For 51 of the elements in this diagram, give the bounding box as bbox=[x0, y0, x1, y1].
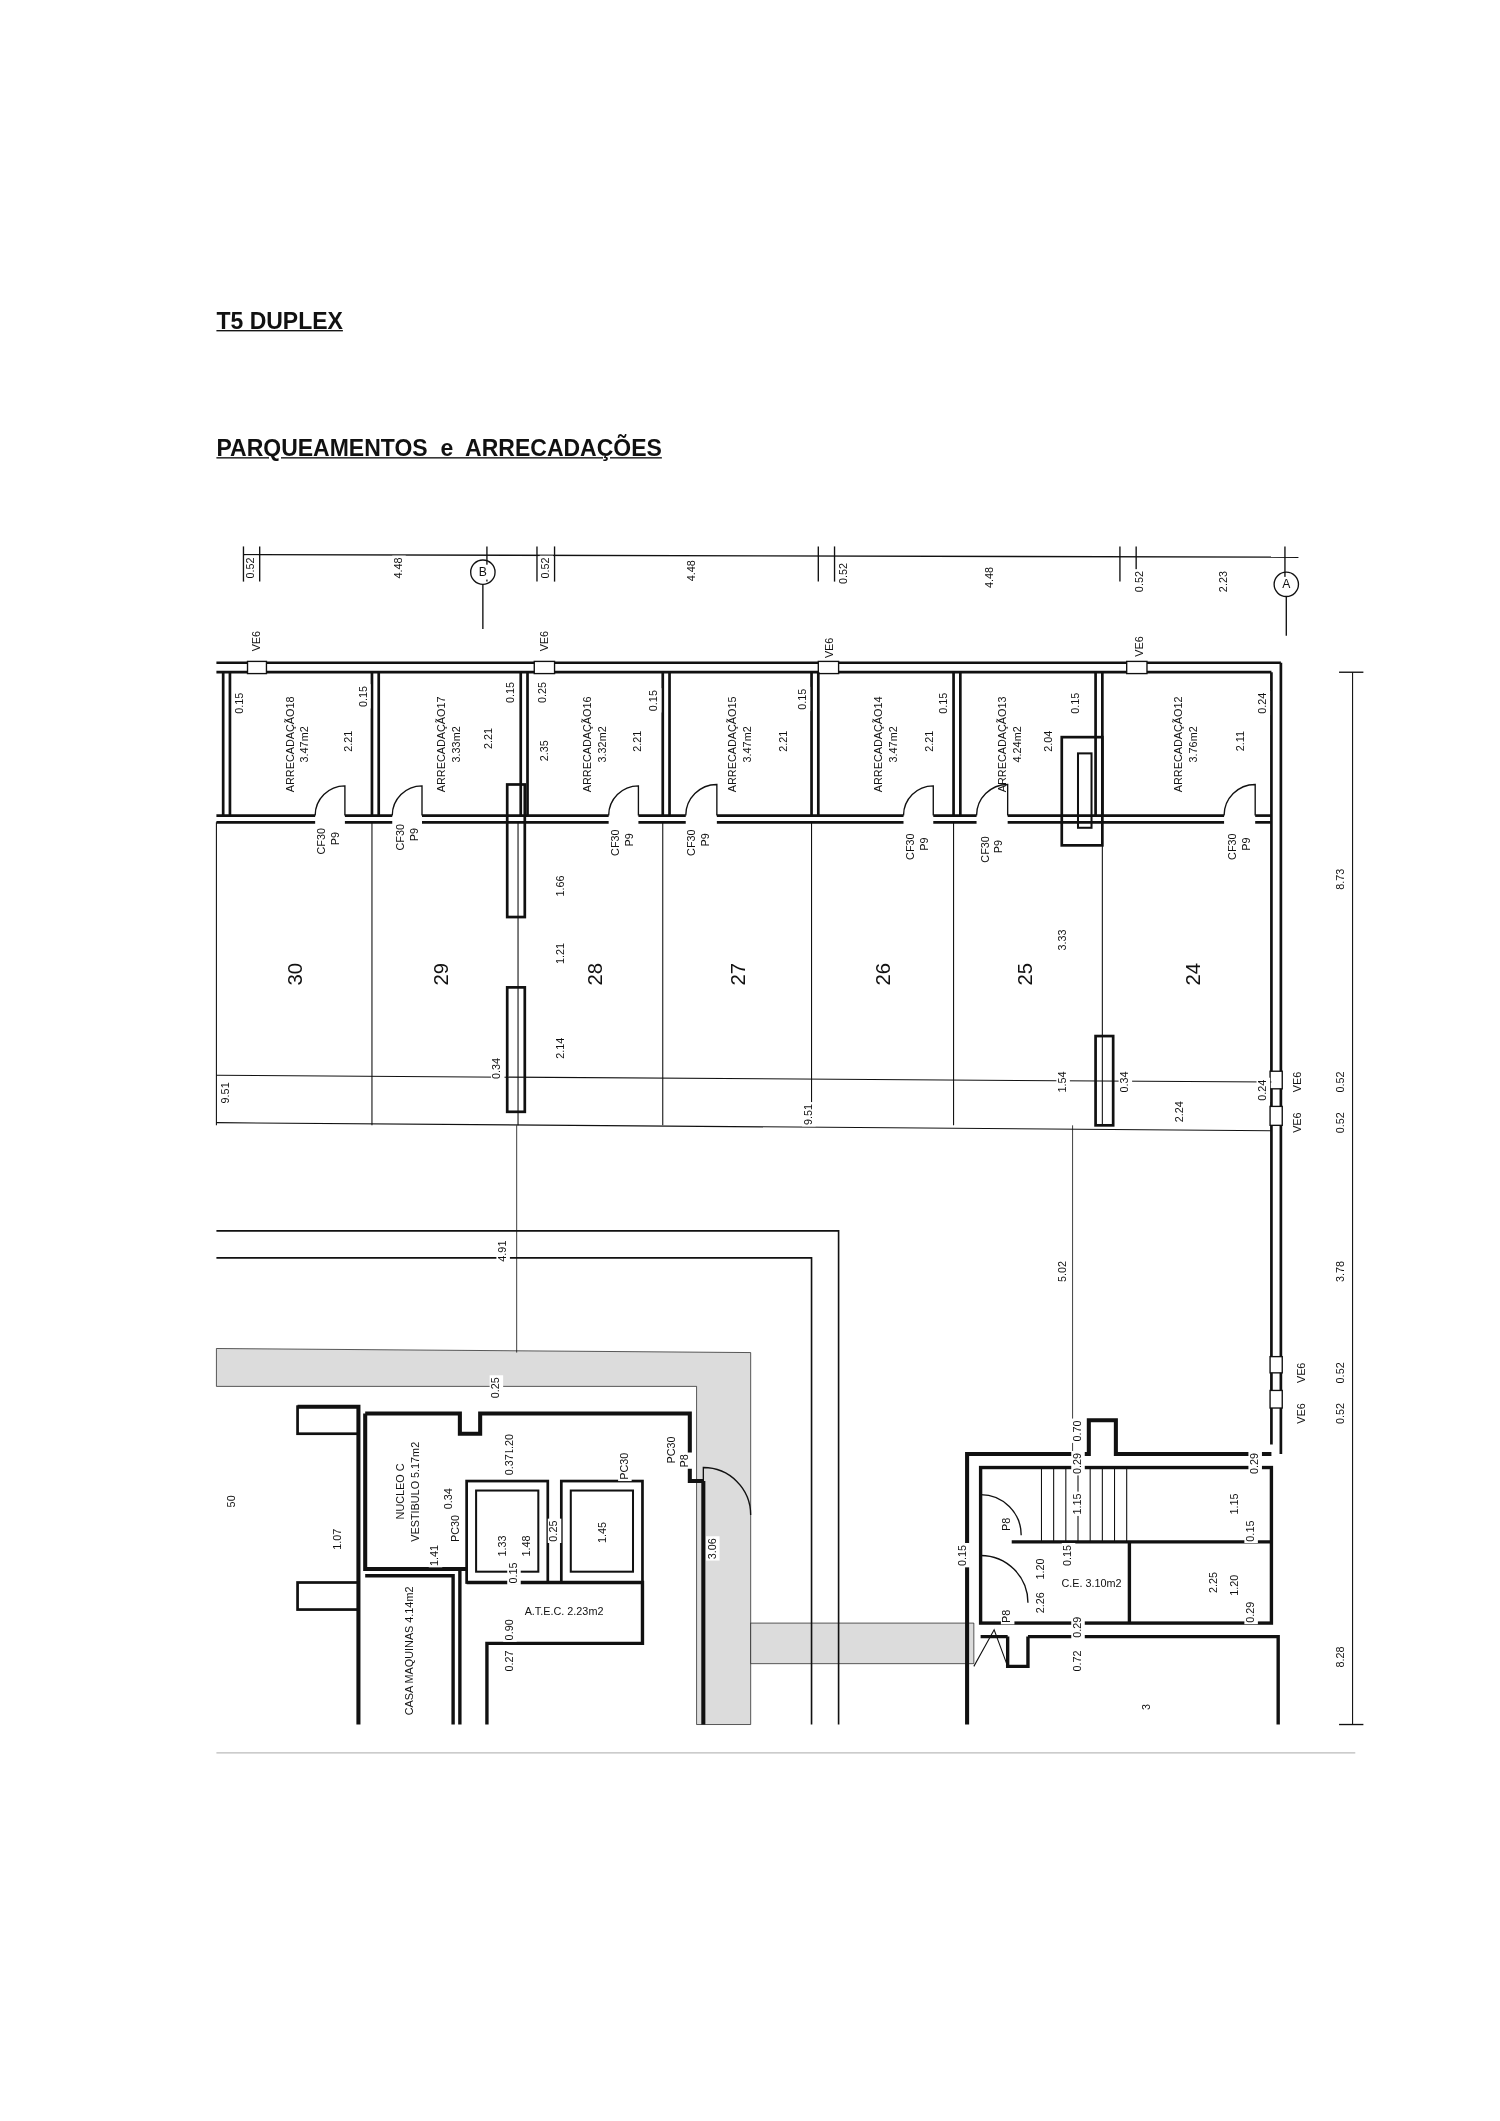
parking-number: 29 bbox=[429, 962, 450, 986]
dimension-label: 0.52 bbox=[539, 556, 554, 580]
dimension-label: 0.15 bbox=[357, 684, 371, 709]
dimension-label: 0.29 bbox=[1071, 1451, 1085, 1476]
area-text: 3.47m2 bbox=[299, 725, 311, 762]
dimension-label: 0.29 bbox=[1244, 1600, 1258, 1625]
dimension-label: P8 bbox=[1000, 1608, 1015, 1625]
room-name: ARRECADAÇÃO14 bbox=[873, 696, 884, 792]
room-name: A.T.E.C. 2.23m2 bbox=[524, 1606, 604, 1618]
dimension-label: 0.34 bbox=[491, 1056, 505, 1081]
area-text: 4.24m2 bbox=[1013, 725, 1024, 762]
dimension-label: 0.25 bbox=[547, 1519, 562, 1543]
page-title: T5 DUPLEX bbox=[216, 308, 343, 336]
parking-number: 30 bbox=[284, 962, 305, 986]
dimension-label: 4.91 bbox=[496, 1239, 510, 1263]
room-name: ARRECADAÇÃO16 bbox=[582, 696, 594, 792]
area-text: 3.32m2 bbox=[597, 725, 608, 762]
room-name: C.E. 3.10m2 bbox=[1061, 1577, 1122, 1589]
area-text: 3.47m2 bbox=[742, 725, 754, 762]
dimension-label: 3.06 bbox=[706, 1536, 720, 1561]
dimension-label: PC30 bbox=[618, 1451, 632, 1482]
dimension-label: P8 bbox=[679, 1452, 693, 1469]
room-name: ARRECADAÇÃO12 bbox=[1174, 696, 1185, 792]
room-name: CASA MAQUINAS 4.14m2 bbox=[404, 1586, 416, 1716]
parking-number: 27 bbox=[727, 962, 748, 986]
area-text: 3.33m2 bbox=[451, 725, 463, 762]
dimension-label: 0.90 bbox=[503, 1617, 517, 1642]
dimension-label: 0.25 bbox=[489, 1375, 504, 1400]
room-name: ARRECADAÇÃO18 bbox=[284, 696, 296, 792]
dimension-label: 0.29 bbox=[1071, 1615, 1085, 1640]
dimension-label: 0.24 bbox=[1256, 1078, 1271, 1103]
grid-axis-label: B bbox=[477, 564, 489, 580]
room-name: ARRECADAÇÃO15 bbox=[727, 696, 739, 792]
dimension-label: 0.15 bbox=[507, 1561, 521, 1585]
dimension-label: 0.29 bbox=[1248, 1451, 1262, 1476]
room-name: ARRECADAÇÃO17 bbox=[436, 696, 448, 792]
section-heading: PARQUEAMENTOS e ARRECADAÇÕES bbox=[216, 435, 662, 463]
area-text: VESTIBULO 5.17m2 bbox=[410, 1441, 422, 1542]
area-text: 3.76m2 bbox=[1188, 725, 1200, 762]
dimension-label: 1.54 bbox=[1056, 1070, 1070, 1094]
parking-number: 26 bbox=[872, 962, 893, 986]
dimension-label: 9.51 bbox=[802, 1102, 816, 1127]
dimension-label: 0.34 bbox=[1118, 1070, 1133, 1094]
room-name: NUCLEO C bbox=[395, 1463, 407, 1520]
parking-number: 25 bbox=[1014, 962, 1035, 986]
parking-number: 28 bbox=[583, 962, 604, 986]
parking-number: 24 bbox=[1182, 962, 1203, 986]
area-text: 3.47m2 bbox=[887, 725, 899, 762]
dimension-label: 0.15 bbox=[956, 1543, 970, 1568]
room-name: ARRECADAÇÃO13 bbox=[998, 696, 1009, 792]
dimension-label: 0.15 bbox=[1244, 1519, 1258, 1543]
